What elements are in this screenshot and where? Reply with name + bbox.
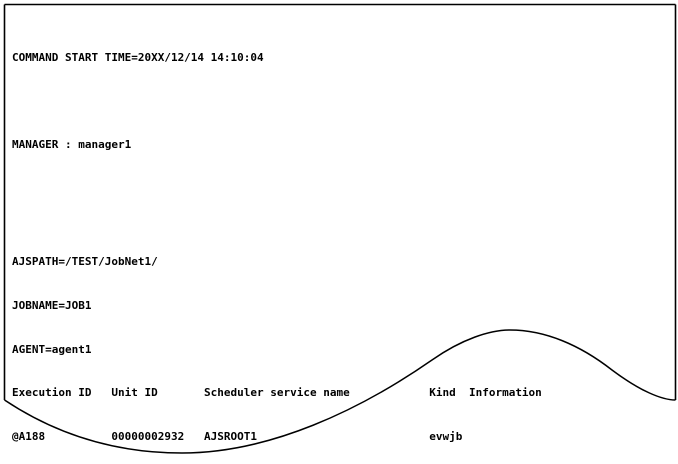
ajspath-line-1: AJSPATH=/TEST/JobNet1/ [12,255,158,269]
console-text-area: COMMAND START TIME=20XX/12/14 14:10:04 M… [12,7,667,464]
spacer-line-2 [12,182,667,197]
manager-line: MANAGER : manager1 [12,138,132,152]
agent-line-1: AGENT=agent1 [12,342,92,356]
table-header-line-1: Execution ID Unit ID Scheduler service n… [12,386,542,400]
command-start-line: COMMAND START TIME=20XX/12/14 14:10:04 [12,50,264,64]
spacer-line-1 [12,95,667,110]
jobname-line-1: JOBNAME=JOB1 [12,298,92,312]
table-row-1: @A188 00000002932 AJSROOT1 evwjb [12,430,463,444]
